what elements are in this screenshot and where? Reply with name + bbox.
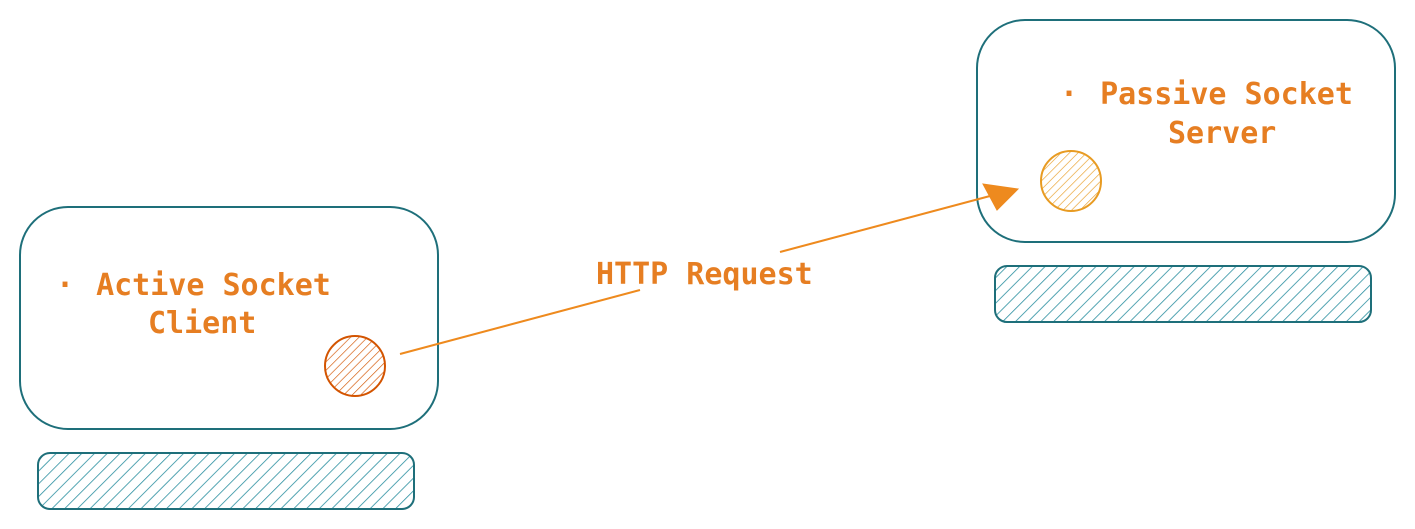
server-bullet: · <box>1060 77 1078 112</box>
server-title: Passive Socket <box>1100 77 1353 112</box>
server-label-line1: · Passive Socket <box>1060 77 1353 112</box>
connector-label: HTTP Request <box>596 257 813 292</box>
http-request-connector: HTTP Request <box>399 183 1020 355</box>
server-label-line2: Server <box>1168 116 1276 151</box>
server-socket-dot <box>1040 150 1102 212</box>
client-base-bar <box>37 452 415 510</box>
server-node: · Passive Socket Server <box>976 19 1396 323</box>
client-frame <box>19 206 439 430</box>
arrowhead-icon <box>982 183 1020 211</box>
arrow-line-segment-1 <box>399 289 641 355</box>
server-frame <box>976 19 1396 243</box>
server-base-bar <box>994 265 1372 323</box>
client-label-line1: · Active Socket <box>56 268 331 303</box>
client-label-line2: Client <box>148 306 256 341</box>
arrow-line-segment-2 <box>779 195 991 253</box>
client-title: Active Socket <box>96 268 331 303</box>
client-node: · Active Socket Client <box>19 206 439 510</box>
client-socket-dot <box>324 335 386 397</box>
client-bullet: · <box>56 268 74 303</box>
